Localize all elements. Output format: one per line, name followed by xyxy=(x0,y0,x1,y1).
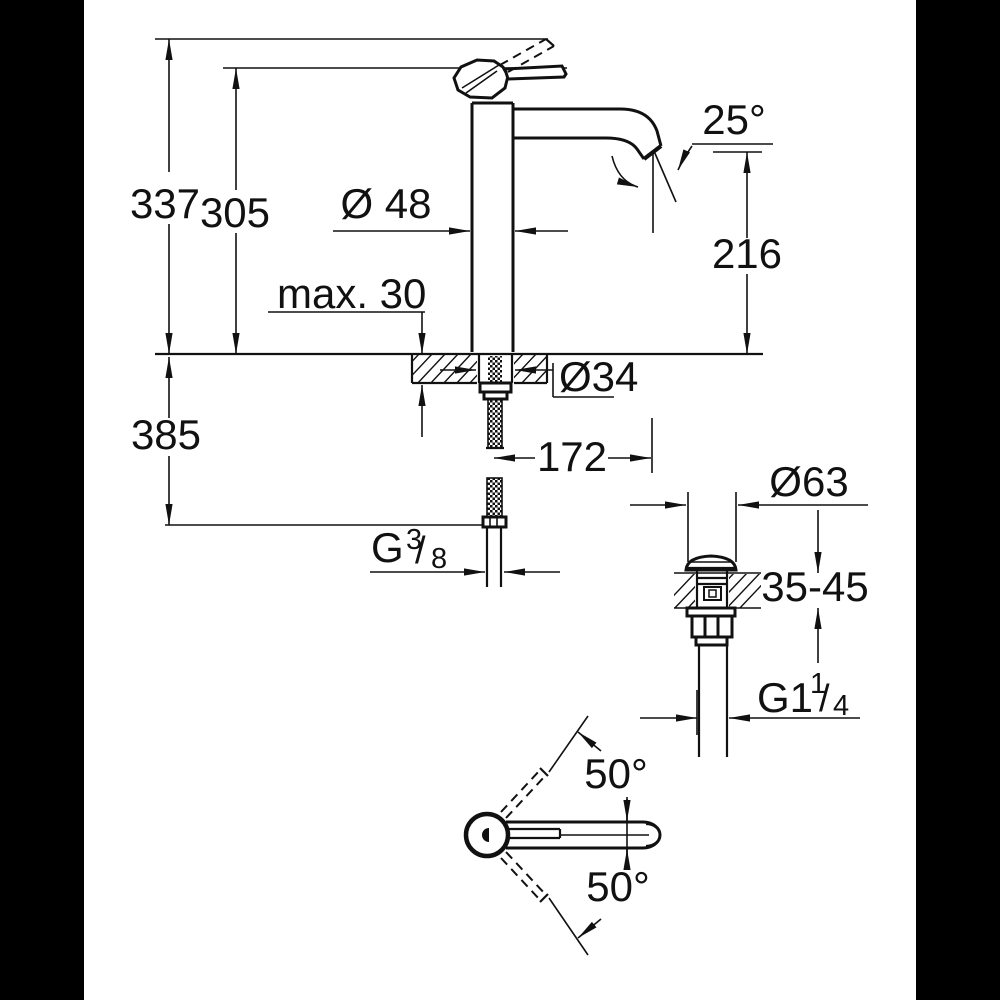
dim-spout-height: 216 xyxy=(712,151,782,354)
supply-thread-g: G xyxy=(371,524,404,571)
supply-hose xyxy=(481,477,508,587)
drain-cap xyxy=(684,554,738,572)
handle-lever-raised-phantom xyxy=(499,38,547,66)
pivot-marker xyxy=(482,828,489,842)
drain-locknut xyxy=(690,614,734,639)
mounting-shank xyxy=(477,354,514,450)
dim-spout-projection: 172 xyxy=(494,418,653,480)
dim-hole-diameter-label: Ø34 xyxy=(559,353,638,400)
handle-lever xyxy=(503,64,568,81)
supply-thread-slash: / xyxy=(415,530,426,572)
faucet-side-view xyxy=(452,38,663,587)
dim-spout-projection-label: 172 xyxy=(537,433,607,480)
dim-deck-thickness: max. 30 xyxy=(268,270,426,437)
stream-angle-line xyxy=(653,150,677,203)
dim-spout-angle-label: 25° xyxy=(702,96,766,143)
dim-body-diameter: Ø 48 xyxy=(333,180,568,235)
supply-thread-numerator: 3 xyxy=(406,524,422,556)
dim-spout-angle: 25° xyxy=(611,96,773,233)
dim-swivel-lower-label: 50° xyxy=(586,863,650,910)
dim-body-diameter-label: Ø 48 xyxy=(340,180,431,227)
dim-hole-diameter: Ø34 xyxy=(440,353,638,400)
drain-taper xyxy=(694,635,729,647)
spout-top-edge xyxy=(513,107,663,147)
dim-handle-height: 305 xyxy=(200,68,270,354)
handle-top-view: 50° 50° xyxy=(463,715,662,956)
supply-thread-denominator: 8 xyxy=(431,543,447,575)
dim-waste-flange: Ø63 xyxy=(630,458,868,509)
dim-total-height: 337 xyxy=(130,39,200,354)
drain-inner-detail xyxy=(703,586,722,601)
handle-base xyxy=(452,58,510,100)
dim-spout-height-label: 216 xyxy=(712,230,782,277)
dim-handle-height-label: 305 xyxy=(200,189,270,236)
dim-supply-thread: G 3 / 8 xyxy=(370,524,560,576)
dim-waste-deck-range-label: 35-45 xyxy=(761,563,868,610)
dim-waste-thread: G1 1 / 4 xyxy=(640,668,860,735)
drain-assembly xyxy=(674,492,761,757)
dim-below-deck-label: 385 xyxy=(131,411,201,458)
waste-thread-numerator: 1 xyxy=(810,668,826,700)
waste-thread-g: G1 xyxy=(757,674,813,721)
dim-deck-thickness-label: max. 30 xyxy=(277,270,426,317)
waste-thread-slash: / xyxy=(819,678,830,720)
dim-waste-deck-range: 35-45 xyxy=(761,510,869,663)
spout-bottom-edge xyxy=(513,136,646,160)
dim-waste-flange-label: Ø63 xyxy=(769,458,848,505)
dim-total-height-label: 337 xyxy=(130,180,200,227)
waste-thread-denominator: 4 xyxy=(833,690,849,722)
dim-swivel-upper-label: 50° xyxy=(584,750,648,797)
spout-outlet-face xyxy=(642,144,663,161)
dim-below-deck: 385 xyxy=(131,357,201,525)
